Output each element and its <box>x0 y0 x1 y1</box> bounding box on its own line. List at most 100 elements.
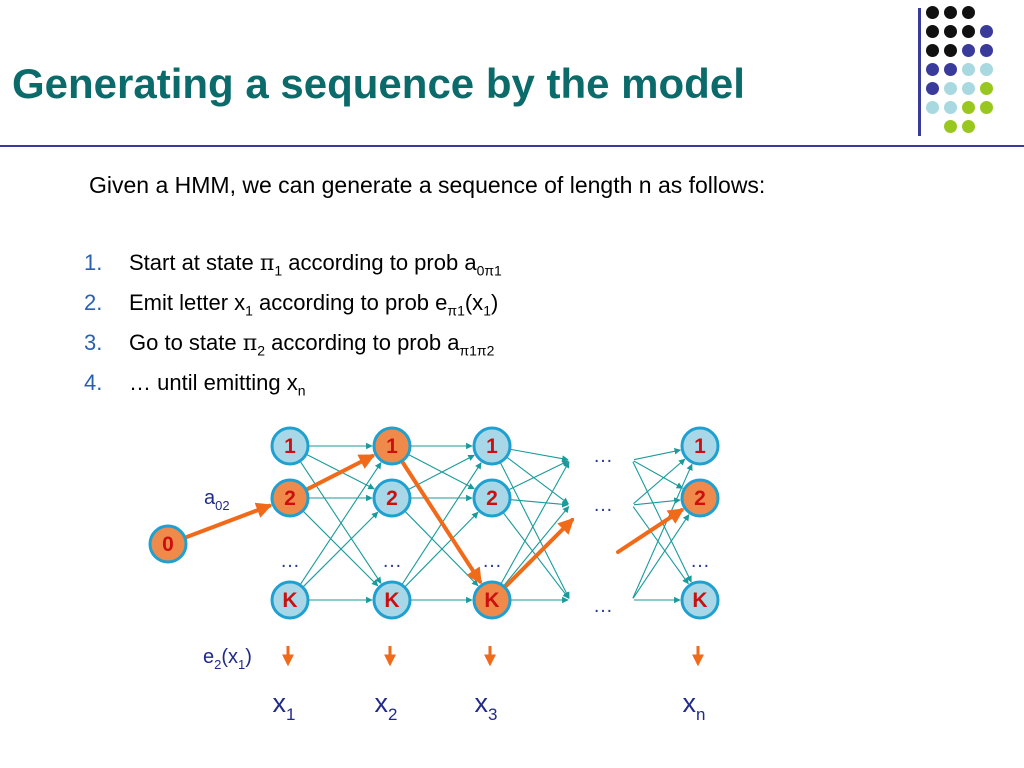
decor-dot <box>944 82 957 95</box>
transition-edge <box>510 499 569 508</box>
observation-label: x3 <box>475 688 498 724</box>
state-node <box>472 478 512 518</box>
title-underline <box>0 145 1024 147</box>
emission-annotation: e2(x1) <box>203 646 252 672</box>
node-label: 2 <box>386 487 398 510</box>
observation-label: xn <box>683 688 706 724</box>
node-label: 1 <box>386 435 398 458</box>
transition-edge <box>503 506 570 586</box>
path-arrow <box>504 517 575 588</box>
node-label: 0 <box>162 533 174 556</box>
decor-dot <box>944 63 957 76</box>
transition-edges <box>300 442 693 604</box>
step-number: 1. <box>84 250 103 275</box>
step-text: Start at state π1 according to prob a0π1 <box>129 250 502 279</box>
state-node <box>372 580 412 620</box>
state-node <box>270 478 310 518</box>
observation-label: x1 <box>273 688 296 724</box>
observation-label: x2 <box>375 688 398 724</box>
generation-path <box>184 453 685 588</box>
decor-dot <box>962 44 975 57</box>
transition-edge <box>500 462 570 599</box>
decor-dot <box>944 101 957 114</box>
node-label: 1 <box>284 435 296 458</box>
gap-ellipsis: … <box>593 445 613 467</box>
state-node <box>372 426 412 466</box>
transition-edge <box>510 448 569 462</box>
node-label: 1 <box>486 435 498 458</box>
transition-edge <box>633 458 686 505</box>
path-arrow <box>184 502 273 539</box>
transition-edge <box>500 461 570 584</box>
state-node <box>680 478 720 518</box>
decor-dot <box>962 120 975 133</box>
decor-dot <box>962 63 975 76</box>
decor-dot <box>962 82 975 95</box>
decor-dot <box>944 25 957 38</box>
intro-text: Given a HMM, we can generate a sequence … <box>89 172 766 198</box>
start-node <box>148 524 188 564</box>
node-label: 2 <box>694 487 706 510</box>
transition-edge <box>408 454 475 490</box>
path-arrow <box>305 453 376 491</box>
step-number: 4. <box>84 370 103 395</box>
transition-edge <box>508 460 569 491</box>
transition-edge <box>632 514 690 599</box>
decor-dot <box>926 63 939 76</box>
decor-dot <box>926 44 939 57</box>
decor-dot <box>926 6 939 19</box>
decor-dot <box>962 101 975 114</box>
decor-dot <box>944 120 957 133</box>
decor-dot <box>926 101 939 114</box>
decor-dot <box>980 25 993 38</box>
decor-dot <box>980 63 993 76</box>
state-node <box>472 426 512 466</box>
step-text: Emit letter x1 according to prob eπ1(x1) <box>129 290 499 319</box>
transition-edge <box>632 506 689 585</box>
step-text: … until emitting xn <box>129 370 306 399</box>
transition-edge <box>633 460 684 489</box>
decor-dot <box>980 101 993 114</box>
slide-title: Generating a sequence by the model <box>12 60 745 107</box>
column-ellipsis: … <box>690 550 710 572</box>
state-node <box>680 580 720 620</box>
state-nodes: 0 1 2K 1 2K 1 2K 1 2K <box>148 426 720 620</box>
state-node <box>680 426 720 466</box>
transition-edge <box>632 463 693 599</box>
decor-dot <box>944 44 957 57</box>
node-label: K <box>282 589 297 612</box>
decorative-dot-grid <box>926 6 1022 138</box>
step-text: Go to state π2 according to prob aπ1π2 <box>129 330 495 359</box>
step-number: 3. <box>84 330 103 355</box>
node-label: 2 <box>284 487 296 510</box>
transition-edge <box>404 511 479 587</box>
state-node <box>270 426 310 466</box>
node-label: K <box>384 589 399 612</box>
decor-dot <box>980 44 993 57</box>
gap-ellipsis: … <box>593 494 613 516</box>
decor-dot <box>980 82 993 95</box>
transition-edge <box>633 447 682 461</box>
decor-dot <box>944 6 957 19</box>
title-vertical-rule <box>918 8 921 136</box>
transition-edge <box>303 511 379 587</box>
node-label: K <box>484 589 499 612</box>
path-arrow <box>616 508 685 554</box>
state-node <box>270 580 310 620</box>
column-ellipsis: … <box>482 550 502 572</box>
node-label: 2 <box>486 487 498 510</box>
decor-dot <box>926 25 939 38</box>
transition-annotation: a02 <box>204 487 230 513</box>
path-arrow <box>400 460 483 585</box>
node-label: 1 <box>694 435 706 458</box>
transition-edge <box>506 457 569 505</box>
column-ellipsis: … <box>280 550 300 572</box>
node-label: K <box>692 589 707 612</box>
transition-edge <box>300 462 382 585</box>
decor-dot <box>962 6 975 19</box>
decor-dot <box>926 82 939 95</box>
state-node <box>372 478 412 518</box>
